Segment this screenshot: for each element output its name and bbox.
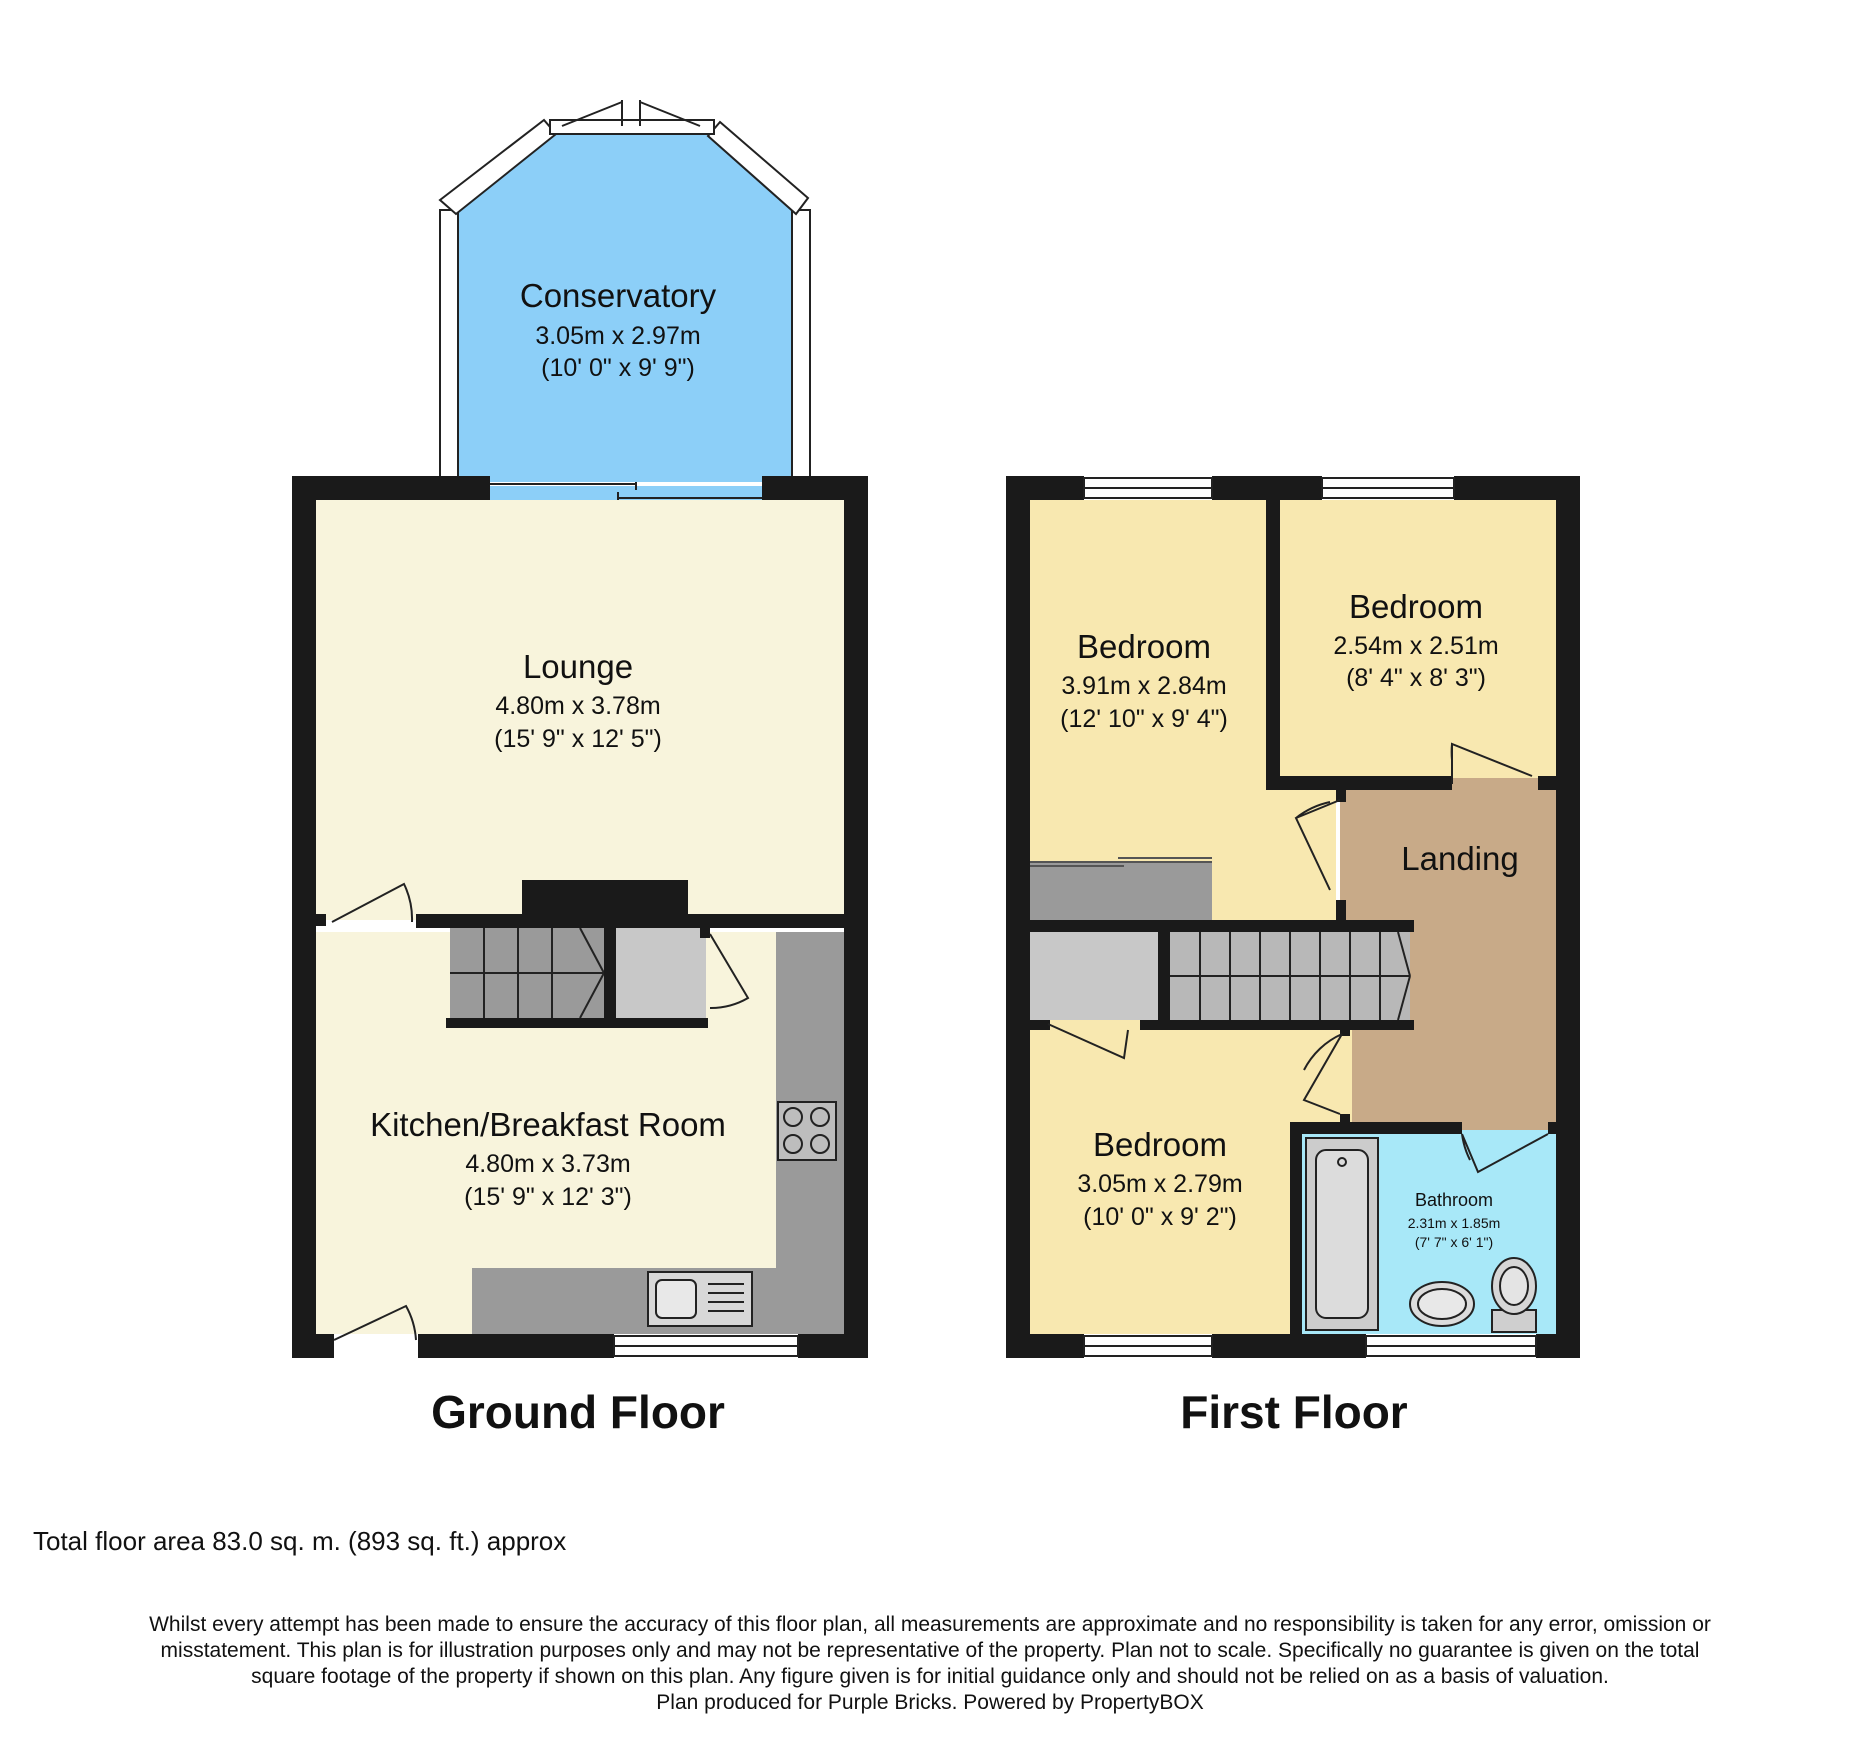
bedroom-3-imperial: (10' 0" x 9' 2") xyxy=(1083,1203,1237,1231)
bedroom-2-metric: 2.54m x 2.51m xyxy=(1333,632,1498,660)
bathroom-label: Bathroom xyxy=(1415,1190,1493,1210)
disclaimer: Whilst every attempt has been made to en… xyxy=(40,1612,1820,1716)
conservatory-imperial: (10' 0" x 9' 9") xyxy=(541,354,695,382)
bedroom-2-label: Bedroom xyxy=(1349,588,1483,625)
conservatory-metric: 3.05m x 2.97m xyxy=(535,322,700,350)
wardrobe-sliding-doors xyxy=(1030,857,1212,867)
bathroom-window xyxy=(1365,1335,1537,1357)
lounge-door-swing xyxy=(331,882,414,923)
ground-stairs xyxy=(450,927,605,1019)
basin-icon xyxy=(1409,1281,1475,1327)
first-floor-plan: Bedroom 3.91m x 2.84m (12' 10" x 9' 4") … xyxy=(1006,476,1580,1438)
bedroom-3-metric: 3.05m x 2.79m xyxy=(1077,1170,1242,1198)
front-door-swing xyxy=(333,1304,417,1341)
disclaimer-line-4: Plan produced for Purple Bricks. Powered… xyxy=(656,1691,1204,1714)
hob-icon xyxy=(777,1101,837,1161)
bedroom-3-door-swing xyxy=(1302,1033,1343,1115)
bedroom-2-room xyxy=(1280,500,1556,778)
first-floor-doors xyxy=(1047,742,1549,1174)
conservatory-window-top xyxy=(549,119,715,135)
conservatory-label: Conservatory xyxy=(520,277,717,314)
disclaimer-line-2: misstatement. This plan is for illustrat… xyxy=(160,1639,1700,1662)
understairs-cupboard xyxy=(616,928,706,1018)
ground-floor-plan: Conservatory 3.05m x 2.97m (10' 0" x 9' … xyxy=(292,100,868,1438)
ground-floor-walls xyxy=(292,476,868,1358)
bedroom-1-label: Bedroom xyxy=(1077,628,1211,665)
kitchen-imperial: (15' 9" x 12' 3") xyxy=(464,1183,632,1211)
total-floor-area: Total floor area 83.0 sq. m. (893 sq. ft… xyxy=(33,1526,567,1556)
disclaimer-line-3: square footage of the property if shown … xyxy=(251,1665,1609,1688)
bedroom-3-label: Bedroom xyxy=(1093,1126,1227,1163)
first-floor-stairs xyxy=(1170,931,1411,1021)
toilet-icon xyxy=(1491,1257,1537,1333)
bedroom-2-door-swing xyxy=(1450,742,1533,784)
kitchen-window xyxy=(613,1335,799,1357)
patio-sliding-doors xyxy=(490,482,762,500)
bedroom-1-door-swing xyxy=(1294,799,1341,891)
lounge-label: Lounge xyxy=(523,648,633,685)
conservatory-room xyxy=(453,127,798,482)
kitchen-metric: 4.80m x 3.73m xyxy=(465,1150,630,1178)
sink-icon xyxy=(647,1271,753,1327)
conservatory-glazing xyxy=(438,118,811,479)
bedroom-2-window xyxy=(1321,477,1455,499)
bedroom-1-extension xyxy=(1266,780,1336,920)
conservatory-window-left xyxy=(439,209,459,479)
bedroom-1-window xyxy=(1083,477,1213,499)
landing-label: Landing xyxy=(1401,840,1518,877)
bedroom-1-imperial: (12' 10" x 9' 4") xyxy=(1060,705,1228,733)
bedroom-1-wardrobe xyxy=(1030,862,1212,920)
bathroom-door-swing xyxy=(1461,1133,1549,1174)
lounge-metric: 4.80m x 3.78m xyxy=(495,692,660,720)
bathroom-imperial: (7' 7" x 6' 1") xyxy=(1415,1234,1493,1250)
first-floor-title: First Floor xyxy=(1180,1386,1408,1438)
chimney-breast xyxy=(522,880,688,920)
bath-icon xyxy=(1305,1137,1379,1331)
conservatory-window-right xyxy=(791,209,811,479)
first-floor-windows xyxy=(1083,477,1537,1357)
airing-cupboard xyxy=(1030,932,1158,1020)
bedroom-1-metric: 3.91m x 2.84m xyxy=(1061,672,1226,700)
ground-floor-doors xyxy=(331,882,750,1341)
conservatory-french-doors xyxy=(561,100,701,127)
bedroom-3-window xyxy=(1083,1335,1213,1357)
bathroom-metric: 2.31m x 1.85m xyxy=(1408,1215,1501,1231)
airing-cupboard-door-swing xyxy=(1047,1023,1129,1060)
cupboard-door-swing xyxy=(709,933,750,1010)
disclaimer-line-1: Whilst every attempt has been made to en… xyxy=(149,1613,1711,1636)
bedroom-2-imperial: (8' 4" x 8' 3") xyxy=(1346,664,1486,692)
lounge-room xyxy=(316,500,844,920)
ground-floor-title: Ground Floor xyxy=(431,1386,725,1438)
landing-room xyxy=(1340,778,1556,1130)
lounge-imperial: (15' 9" x 12' 5") xyxy=(494,725,662,753)
first-floor-walls xyxy=(1006,476,1580,1358)
kitchen-label: Kitchen/Breakfast Room xyxy=(370,1106,726,1143)
